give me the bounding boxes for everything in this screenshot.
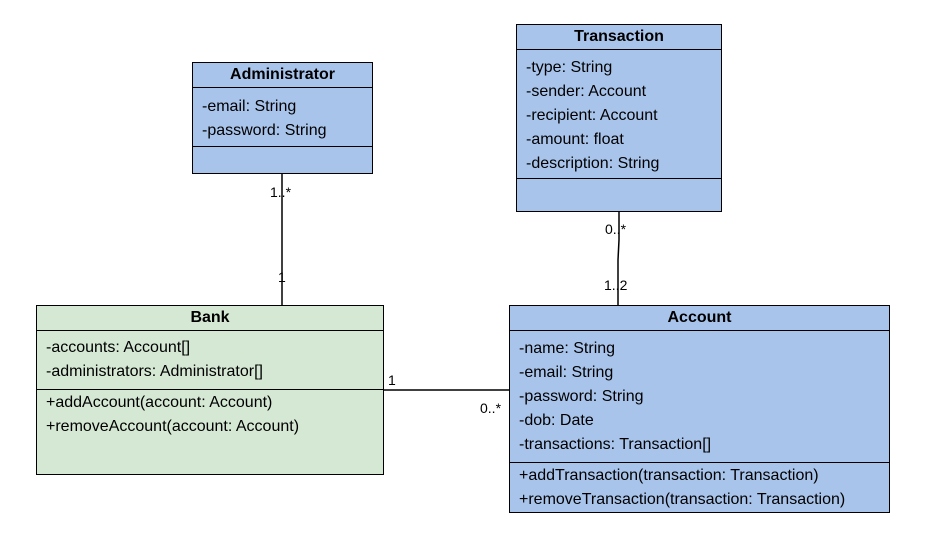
operations-compartment (193, 147, 372, 149)
class-account[interactable]: Account -name: String -email: String -pa… (509, 305, 890, 513)
attribute: -sender: Account (526, 83, 647, 100)
attribute: -password: String (202, 122, 327, 139)
attribute: -transactions: Transaction[] (519, 436, 712, 453)
attribute: -email: String (519, 364, 614, 381)
class-transaction[interactable]: Transaction -type: String -sender: Accou… (516, 24, 722, 212)
attributes-compartment: -type: String -sender: Account -recipien… (517, 50, 721, 179)
attributes-compartment: -email: String -password: String (193, 88, 372, 147)
class-title: Bank (37, 306, 383, 331)
attribute: -dob: Date (519, 412, 594, 429)
attribute: -recipient: Account (526, 107, 658, 124)
attribute: -description: String (526, 155, 660, 172)
operation: +addTransaction(transaction: Transaction… (519, 467, 819, 484)
operations-compartment (517, 179, 721, 181)
attribute: -password: String (519, 388, 644, 405)
operation: +removeAccount(account: Account) (46, 418, 300, 435)
attributes-compartment: -accounts: Account[] -administrators: Ad… (37, 331, 383, 390)
class-title: Account (510, 306, 889, 331)
multiplicity-bank-account-end: 1 (388, 372, 396, 388)
attribute: -accounts: Account[] (46, 339, 191, 356)
attributes-compartment: -name: String -email: String -password: … (510, 331, 889, 463)
multiplicity-account-transaction-end: 1..2 (604, 277, 628, 293)
multiplicity-transaction-end: 0..* (605, 221, 627, 237)
attribute: -administrators: Administrator[] (46, 363, 263, 380)
transaction-account-line (617, 212, 620, 305)
attribute: -amount: float (526, 131, 624, 148)
class-title: Administrator (193, 63, 372, 88)
class-administrator[interactable]: Administrator -email: String -password: … (192, 62, 373, 174)
operation: +addAccount(account: Account) (46, 394, 273, 411)
class-title: Transaction (517, 25, 721, 50)
operation: +removeTransaction(transaction: Transact… (519, 491, 846, 508)
attribute: -email: String (202, 98, 297, 115)
operations-compartment: +addTransaction(transaction: Transaction… (510, 463, 889, 512)
attribute: -type: String (526, 59, 613, 76)
multiplicity-bank-admin-end: 1 (278, 269, 286, 285)
attribute: -name: String (519, 340, 616, 357)
multiplicity-account-bank-end: 0..* (480, 400, 502, 416)
class-bank[interactable]: Bank -accounts: Account[] -administrator… (36, 305, 384, 475)
multiplicity-admin-end: 1..* (270, 184, 292, 200)
operations-compartment: +addAccount(account: Account) +removeAcc… (37, 390, 383, 439)
